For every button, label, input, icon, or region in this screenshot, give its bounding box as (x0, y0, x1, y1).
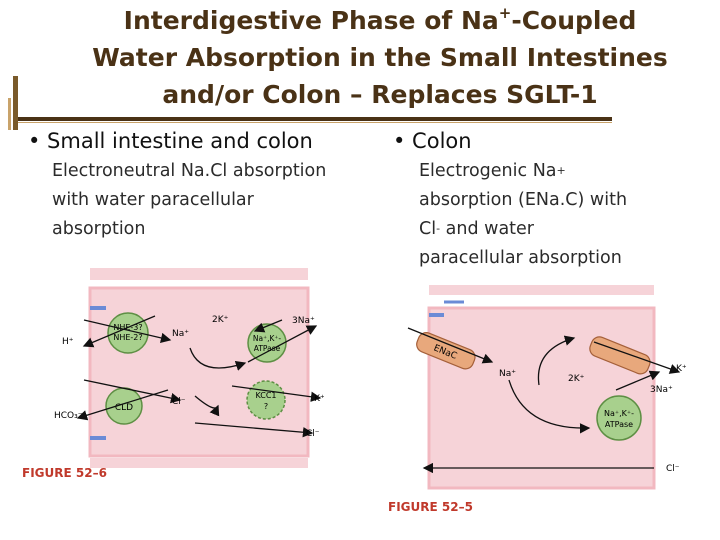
arrow-k-out (593, 341, 681, 374)
pump-label-1: Na⁺,K⁺- (604, 409, 634, 418)
accent-bar-thin (8, 98, 11, 130)
arrow-na-curve (189, 347, 247, 371)
cld-label: CLD (115, 403, 133, 413)
pump-label-2: ATPase (605, 420, 633, 429)
right-bullet: • Colon (393, 129, 472, 153)
arrow-cl-curve (194, 395, 220, 417)
pump-label-2: ATPase (254, 344, 281, 353)
title-divider (18, 117, 612, 121)
ion-3na: 3Na⁺ (650, 385, 673, 395)
enac-channel: ENaC (416, 332, 476, 370)
figure-52-5: ENaC Na⁺,K⁺- ATPase Na⁺ 2K⁺ 3Na⁺ K⁺ Cl⁻ (407, 285, 687, 490)
na-k-atpase: Na⁺,K⁺- ATPase (596, 395, 642, 441)
ion-na-in: Na⁺ (172, 329, 189, 339)
arrow-k-out (231, 385, 322, 402)
arrow-na-in (83, 319, 172, 344)
left-description: Electroneutral Na.Cl absorption with wat… (52, 161, 327, 239)
arrow-h-out (82, 315, 156, 348)
arrow-k-recycle (537, 335, 576, 386)
neighbor-cell-top (429, 285, 654, 295)
arrow-3na-out (615, 370, 661, 391)
ion-3na: 3Na⁺ (292, 316, 315, 326)
arrow-na-in (407, 327, 494, 364)
ion-cl-out: Cl⁻ (306, 429, 320, 439)
kcc-label-1: KCC1 (255, 391, 276, 400)
kcc-label-2: ? (264, 402, 268, 411)
arrow-2k-in (253, 319, 283, 333)
cld-transporter: CLD (105, 387, 143, 425)
title-line-3: and/or Colon – Replaces SGLT-1 (162, 80, 598, 109)
figure-52-5-caption: FIGURE 52–5 (388, 500, 473, 514)
ion-na-in: Na⁺ (499, 369, 516, 379)
ion-h: H⁺ (62, 337, 74, 347)
slide-title: Interdigestive Phase of Na+-Coupled Wate… (60, 2, 700, 113)
kcc1-transporter: KCC1 ? (246, 380, 286, 420)
title-divider-thin (18, 122, 612, 123)
ion-cl-in: Cl⁻ (172, 397, 186, 407)
neighbor-cell-top (90, 268, 308, 280)
arrow-cl-out (194, 422, 314, 438)
ion-k-out: K⁺ (676, 364, 687, 374)
title-line-2: Water Absorption in the Small Intestines (92, 43, 668, 72)
figure-52-6-caption: FIGURE 52–6 (22, 466, 107, 480)
pump-label-1: Na⁺,K⁺- (253, 334, 281, 343)
figure-52-6: NHE-3? NHE-2? CLD Na⁺,K⁺- ATPase KCC1 ? … (54, 268, 325, 468)
arrow-na-curve (508, 379, 591, 434)
ion-2k: 2K⁺ (212, 315, 229, 325)
title-line-1: Interdigestive Phase of Na+-Coupled (123, 4, 637, 36)
nhe-label-2: NHE-2? (113, 333, 142, 342)
neighbor-cell-bottom (90, 458, 308, 468)
na-k-atpase: Na⁺,K⁺- ATPase (247, 323, 287, 363)
left-bullet: • Small intestine and colon (28, 129, 313, 153)
arrow-cl-in (83, 379, 182, 404)
accent-bar (13, 76, 18, 130)
ion-hco3: HCO₃⁻ (54, 411, 83, 421)
ion-2k: 2K⁺ (568, 374, 585, 384)
arrow-3na-out (247, 325, 318, 363)
ion-cl: Cl⁻ (666, 464, 680, 474)
right-description: Electrogenic Na+ absorption (ENa.C) with… (419, 161, 628, 268)
ion-k-out: K⁺ (314, 394, 325, 404)
